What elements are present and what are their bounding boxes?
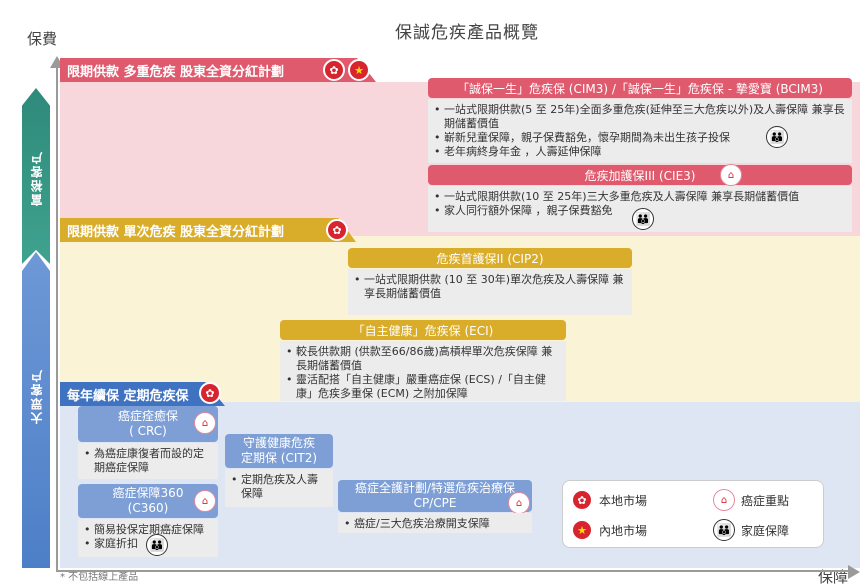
product-point: 為癌症康復者而設的定期癌症保障 bbox=[84, 447, 212, 475]
product-cie3-title: 危疾加護保III (CIE3) bbox=[428, 165, 852, 185]
x-axis-label: 保障 bbox=[818, 568, 849, 586]
category-label: 限期供款 多重危疾 股東全資分紅計劃 bbox=[67, 64, 285, 80]
cancer-focus-icon: ⌂ bbox=[720, 164, 742, 186]
legend-item-mainland: ★ 內地市場 bbox=[571, 519, 647, 541]
category-term-ci: 每年續保 定期危疾保 bbox=[60, 382, 225, 406]
y-axis-line bbox=[56, 66, 58, 572]
product-cit2-details: 定期危疾及人壽保障 bbox=[225, 469, 333, 507]
china-flag-icon: ★ bbox=[348, 59, 370, 81]
legend-item-local: ✿ 本地市場 bbox=[571, 489, 647, 511]
product-point: 老年病終身年金 ，人壽延伸保障 bbox=[434, 145, 846, 159]
product-point: 靈活配搭「自主健康」嚴重癌症保 (ECS) /「自主健康」危疾多重保 (ECM)… bbox=[286, 373, 560, 401]
product-point: 家庭折扣 bbox=[84, 537, 212, 551]
legend-item-cancer: ⌂ 癌症重點 bbox=[713, 489, 789, 511]
category-single-ci: 限期供款 單次危疾 股東全資分紅計劃 bbox=[60, 218, 356, 242]
hk-flag-icon: ✿ bbox=[323, 59, 345, 81]
family-protection-icon: 👪 bbox=[146, 534, 168, 556]
footnote: * 不包括線上產品 bbox=[60, 572, 139, 583]
product-eci-title: 「自主健康」危疾保 (ECI) bbox=[280, 320, 566, 340]
product-point: 一站式限期供款(5 至 25年)全面多重危疾(延伸至三大危疾以外)及人壽保障 兼… bbox=[434, 103, 846, 131]
hk-flag-icon: ✿ bbox=[326, 219, 348, 241]
hk-flag-icon: ✿ bbox=[199, 382, 221, 404]
product-point: 家人同行額外保障 ，親子保費豁免 bbox=[434, 204, 846, 218]
product-cip2-details: 一站式限期供款 (10 至 30年)單次危疾及人壽保障 兼享長期儲蓄價值 bbox=[348, 269, 632, 315]
segment-label-wealthy: 富裕客户 bbox=[30, 150, 44, 206]
cancer-focus-icon: ⌂ bbox=[194, 490, 216, 512]
product-cp-details: 癌症/三大危疾治療開支保障 bbox=[338, 513, 532, 533]
family-protection-icon: 👪 bbox=[766, 126, 788, 148]
product-point: 較長供款期 (供款至66/86歲)高槓桿單次危疾保障 兼長期儲蓄價值 bbox=[286, 345, 560, 373]
product-point: 簡易投保定期癌症保障 bbox=[84, 523, 212, 537]
product-point: 嶄新兒童保障，親子保費豁免，懷孕期間為未出生孩子投保 bbox=[434, 131, 846, 145]
category-label: 限期供款 單次危疾 股東全資分紅計劃 bbox=[67, 224, 285, 240]
family-protection-icon: 👪 bbox=[632, 208, 654, 230]
product-point: 定期危疾及人壽保障 bbox=[231, 473, 327, 501]
hk-flag-icon: ✿ bbox=[571, 489, 593, 511]
product-point: 一站式限期供款 (10 至 30年)單次危疾及人壽保障 兼享長期儲蓄價值 bbox=[354, 273, 626, 301]
y-axis-label: 保費 bbox=[27, 30, 58, 48]
segment-arrow-mass bbox=[22, 252, 50, 568]
product-point: 癌症/三大危疾治療開支保障 bbox=[344, 517, 526, 531]
product-point: 一站式限期供款(10 至 25年)三大多重危疾及人壽保障 兼享長期儲蓄價值 bbox=[434, 190, 846, 204]
product-cit2-title: 守護健康危疾 定期保 (CIT2) bbox=[225, 434, 333, 468]
legend-item-family: 👪 家庭保障 bbox=[713, 519, 789, 541]
family-protection-icon: 👪 bbox=[713, 519, 735, 541]
legend: ✿ 本地市場 ⌂ 癌症重點 ★ 內地市場 👪 家庭保障 bbox=[562, 480, 824, 548]
category-label: 每年續保 定期危疾保 bbox=[67, 388, 189, 404]
product-cie3-details: 一站式限期供款(10 至 25年)三大多重危疾及人壽保障 兼享長期儲蓄價值 家人… bbox=[428, 186, 852, 232]
product-bcim3-details: 一站式限期供款(5 至 25年)全面多重危疾(延伸至三大危疾以外)及人壽保障 兼… bbox=[428, 99, 852, 163]
product-crc-details: 為癌症康復者而設的定期癌症保障 bbox=[78, 443, 218, 479]
cancer-focus-icon: ⌂ bbox=[508, 492, 530, 514]
china-flag-icon: ★ bbox=[571, 519, 593, 541]
segment-arrow-wealthy bbox=[22, 88, 50, 264]
product-cp-title: 癌症全護計劃/特選危疾治療保 CP/CPE bbox=[338, 480, 532, 512]
segment-label-mass: 大眾客户 bbox=[30, 368, 44, 424]
cancer-focus-icon: ⌂ bbox=[713, 489, 735, 511]
x-axis-line bbox=[56, 570, 851, 572]
cancer-focus-icon: ⌂ bbox=[194, 412, 216, 434]
product-eci-details: 較長供款期 (供款至66/86歲)高槓桿單次危疾保障 兼長期儲蓄價值 靈活配搭「… bbox=[280, 341, 566, 401]
product-cip2-title: 危疾首護保II (CIP2) bbox=[348, 248, 632, 268]
product-bcim3-title: 「誠保一生」危疾保 (CIM3) /「誠保一生」危疾保 - 摯愛寶 (BCIM3… bbox=[428, 78, 852, 98]
page-title: 保誠危疾產品概覽 bbox=[395, 23, 539, 43]
x-axis-arrow-icon bbox=[848, 565, 860, 579]
